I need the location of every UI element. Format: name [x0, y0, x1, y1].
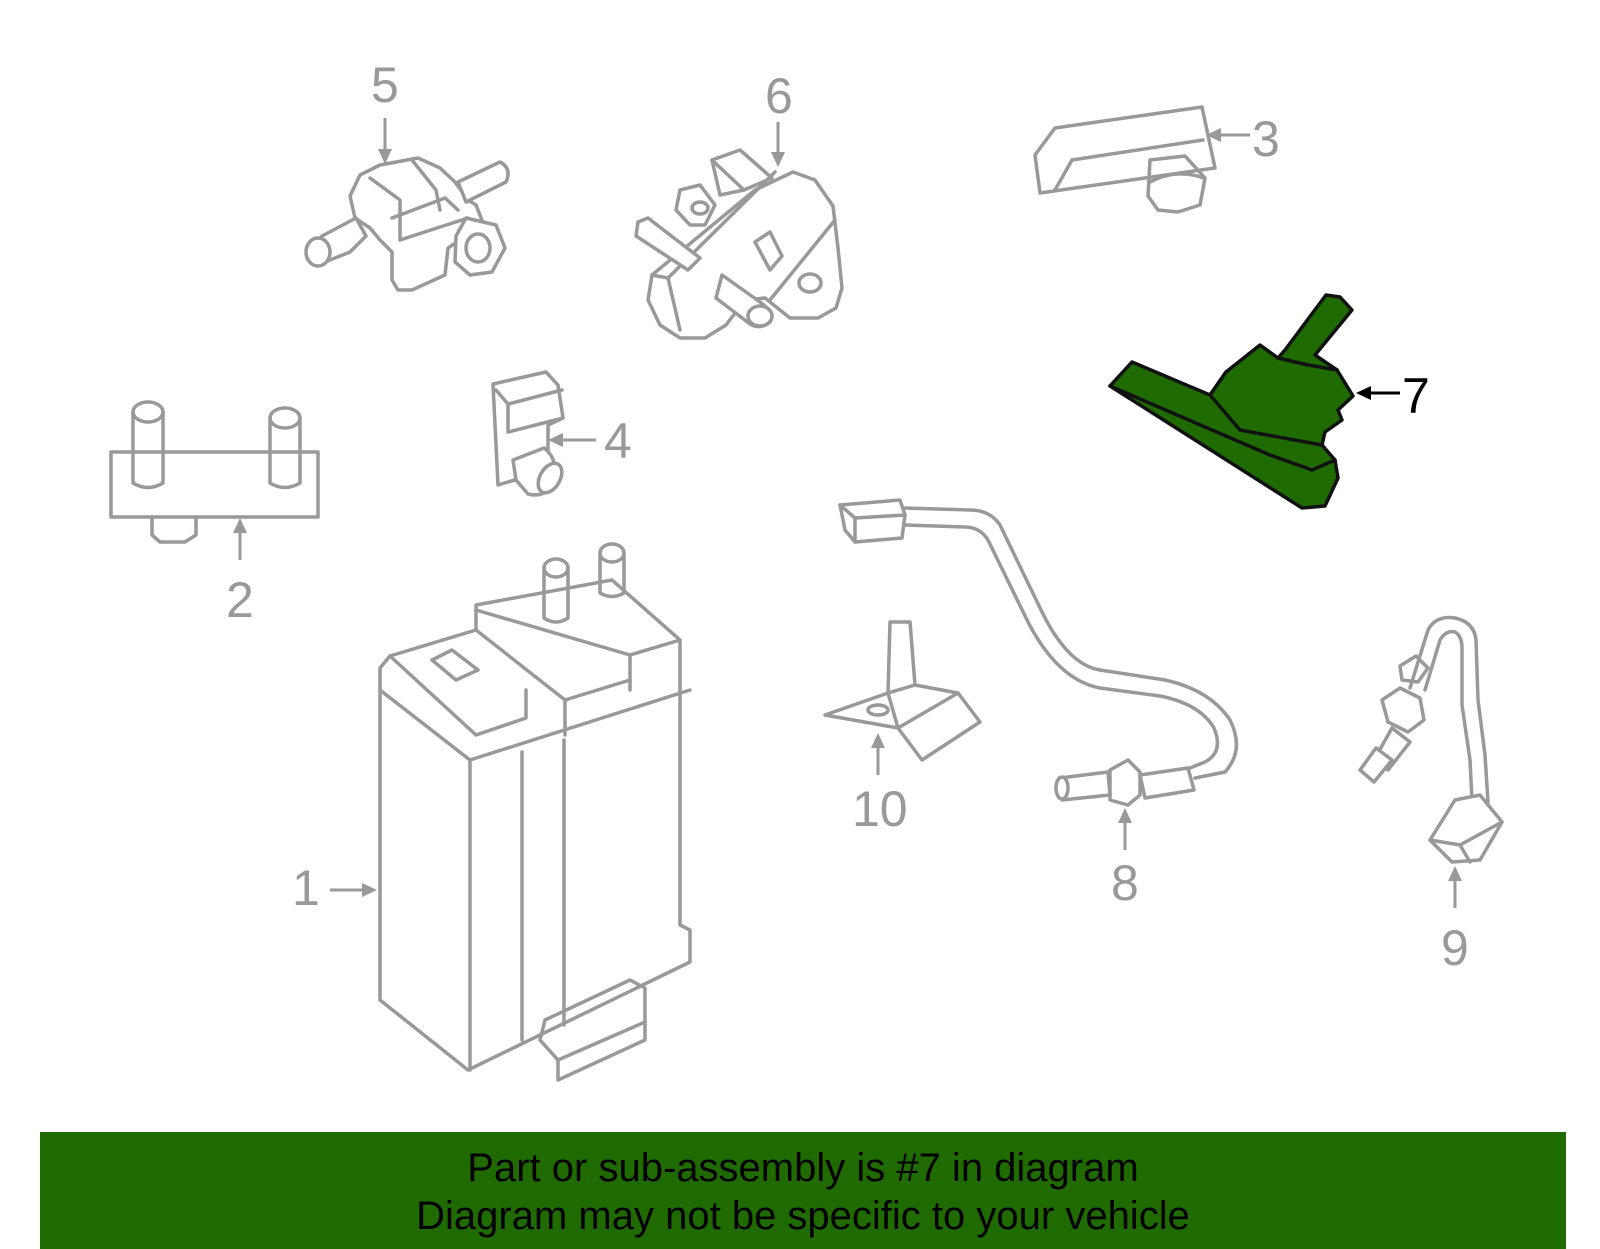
- banner-part-note: Part or sub-assembly is #7 in diagram: [467, 1146, 1139, 1190]
- callout-2: 2: [226, 518, 254, 628]
- callout-9: 9: [1441, 866, 1469, 976]
- callout-2-number: 2: [226, 572, 254, 628]
- callout-6: 6: [765, 68, 793, 167]
- callout-3-number: 3: [1252, 111, 1280, 167]
- part-9-oxygen-sensor: [1358, 615, 1504, 864]
- part-5-solenoid: [304, 156, 510, 292]
- callout-9-number: 9: [1441, 920, 1469, 976]
- callout-10-number: 10: [852, 781, 908, 837]
- banner-disclaimer: Diagram may not be specific to your vehi…: [416, 1194, 1190, 1238]
- callout-1: 1: [292, 860, 377, 916]
- part-6-purge-valve: [634, 148, 844, 340]
- part-2-bracket: [109, 400, 320, 544]
- callout-5-number: 5: [371, 57, 399, 113]
- callout-7: 7: [1356, 368, 1430, 424]
- callout-8: 8: [1111, 808, 1139, 911]
- callout-8-number: 8: [1111, 855, 1139, 911]
- info-banner: Part or sub-assembly is #7 in diagram Di…: [40, 1132, 1566, 1249]
- part-1-canister: [378, 542, 692, 1082]
- callout-5: 5: [371, 57, 399, 164]
- part-7-sensor-highlighted: [1108, 293, 1355, 510]
- part-3-bracket: [1033, 105, 1217, 214]
- part-10-bracket: [823, 620, 982, 762]
- callout-10: 10: [852, 733, 908, 837]
- part-4-sensor: [491, 370, 565, 497]
- callout-3: 3: [1206, 111, 1280, 167]
- callout-4: 4: [548, 413, 632, 469]
- callout-4-number: 4: [604, 413, 632, 469]
- callout-7-number: 7: [1402, 368, 1430, 424]
- callout-6-number: 6: [765, 68, 793, 124]
- part-8-oxygen-sensor: [838, 498, 1239, 807]
- callout-1-number: 1: [292, 860, 320, 916]
- part-7-body: [1108, 293, 1355, 510]
